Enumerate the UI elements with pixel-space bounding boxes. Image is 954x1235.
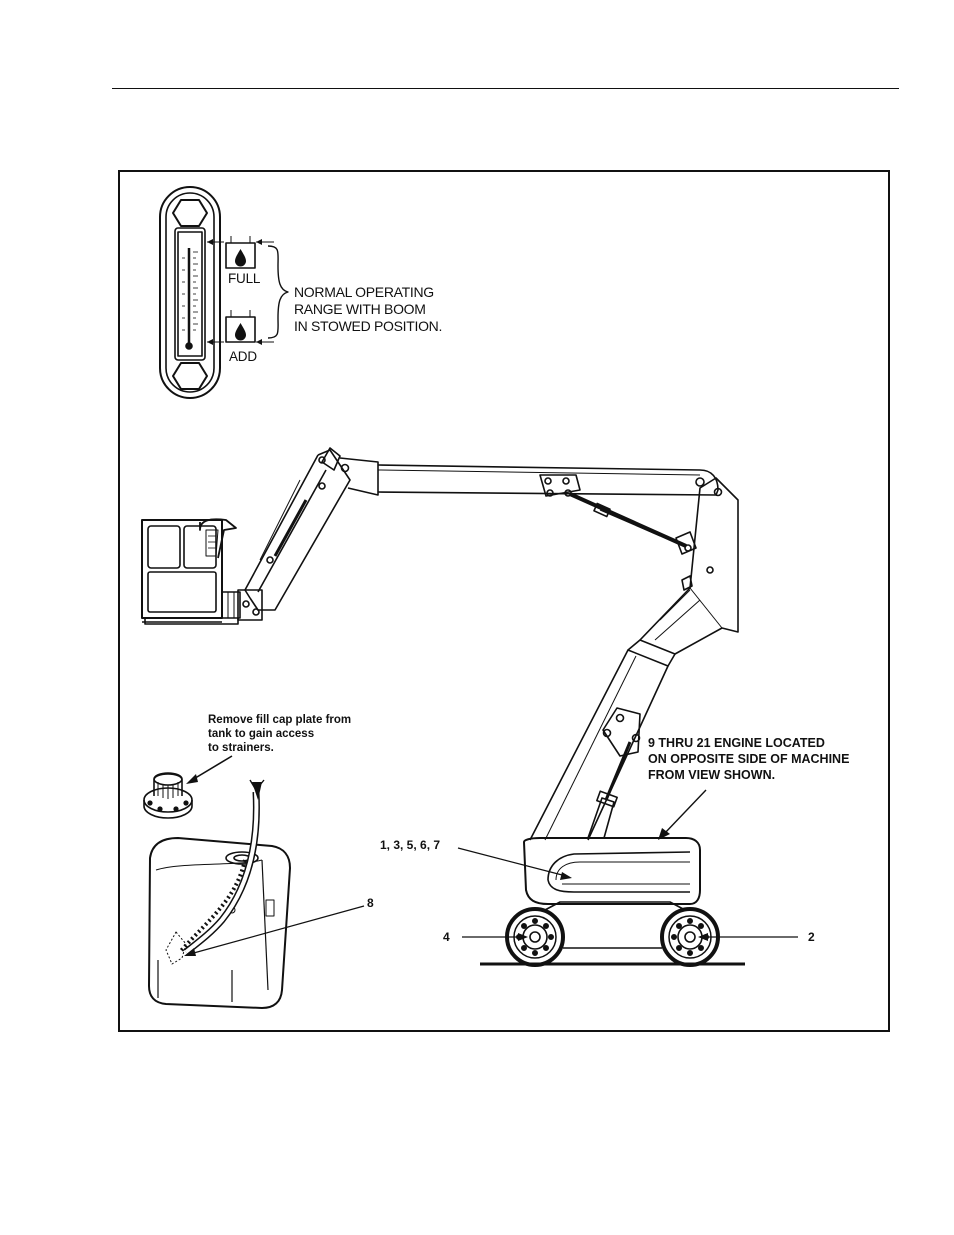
callout-chassis: 1, 3, 5, 6, 7	[380, 838, 440, 852]
fill-cap-note: Remove fill cap plate from tank to gain …	[208, 713, 351, 755]
operating-range-text: NORMAL OPERATING RANGE WITH BOOM IN STOW…	[294, 284, 442, 335]
range-brace	[268, 246, 288, 338]
callout-rear-wheel: 4	[443, 930, 450, 944]
callout-tank: 8	[367, 896, 374, 910]
platform-basket	[142, 519, 238, 624]
add-label: ADD	[229, 349, 257, 364]
hydraulic-tank	[149, 780, 290, 1008]
callout-front-wheel: 2	[808, 930, 815, 944]
oil-drop-icon	[235, 323, 246, 341]
oil-drop-icon	[235, 249, 246, 267]
fill-cap	[144, 773, 192, 818]
engine-location-note: 9 THRU 21 ENGINE LOCATED ON OPPOSITE SID…	[648, 735, 849, 783]
sight-gauge	[160, 187, 288, 398]
full-label: FULL	[228, 271, 260, 286]
